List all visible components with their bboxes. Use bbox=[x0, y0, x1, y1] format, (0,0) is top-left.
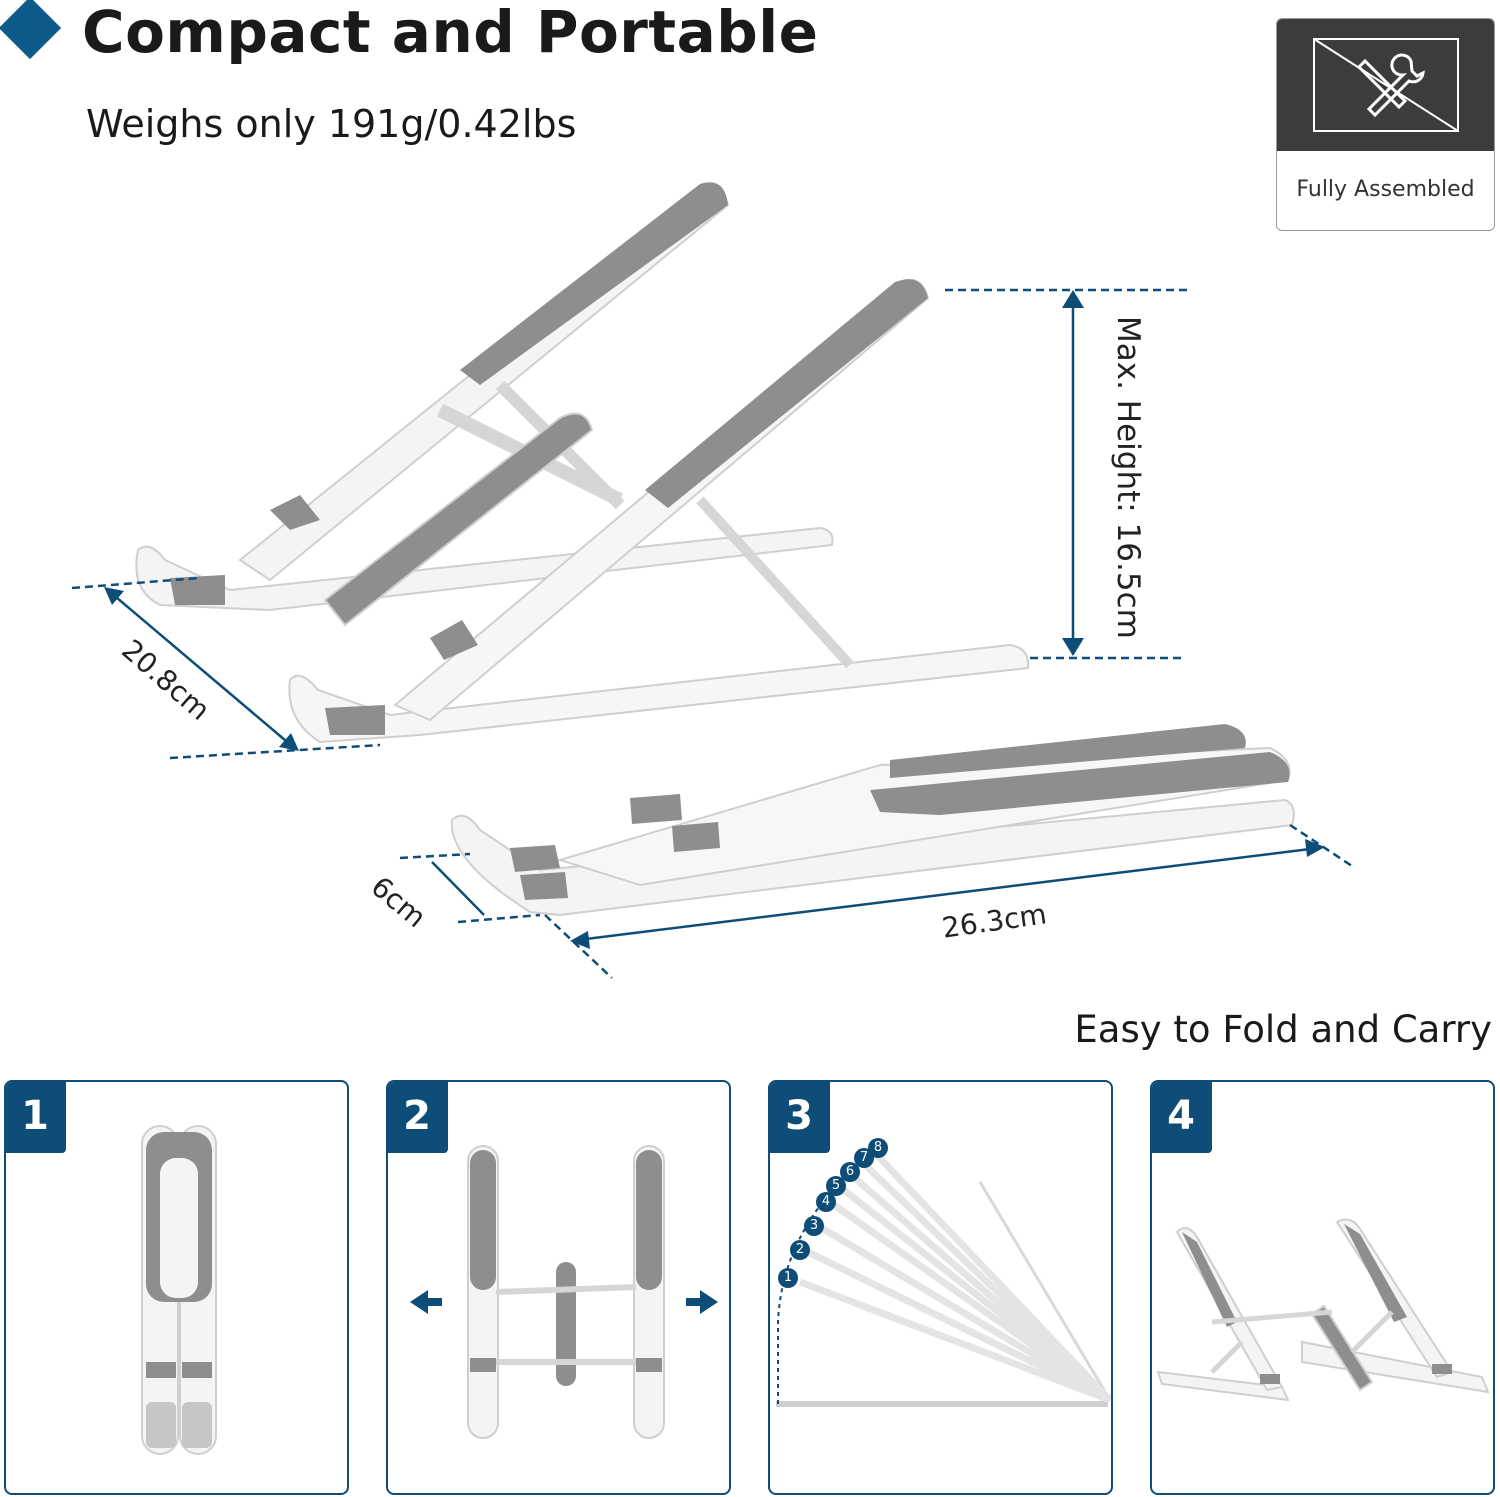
angle-level-3: 3 bbox=[804, 1216, 824, 1236]
dimension-lines bbox=[71, 288, 1356, 979]
weight-subtitle: Weighs only 191g/0.42lbs bbox=[86, 102, 577, 146]
no-tools-icon bbox=[1313, 38, 1459, 132]
angle-level-8: 8 bbox=[868, 1138, 888, 1158]
badge-dark-panel bbox=[1277, 19, 1494, 151]
step-number-badge: 2 bbox=[388, 1082, 448, 1153]
rear-stand-illustration bbox=[135, 182, 834, 612]
step-number-badge: 3 bbox=[770, 1082, 830, 1153]
step-number-badge: 1 bbox=[6, 1082, 66, 1153]
step-number-badge: 4 bbox=[1152, 1082, 1212, 1153]
max-height-label: Max. Height: 16.5cm bbox=[1110, 316, 1146, 639]
arrow-right-icon bbox=[686, 1290, 718, 1314]
angle-level-4: 4 bbox=[816, 1192, 836, 1212]
pull-apart-illustration bbox=[410, 1145, 718, 1439]
fold-step-panel-3: 3 1 2 3 4 5 6 7 8 bbox=[768, 1080, 1113, 1495]
folded-stand-illustration bbox=[450, 724, 1295, 917]
fully-assembled-badge: Fully Assembled bbox=[1276, 18, 1495, 231]
arrow-left-icon bbox=[410, 1290, 442, 1314]
angle-level-6: 6 bbox=[840, 1162, 860, 1182]
angle-level-1: 1 bbox=[778, 1268, 798, 1288]
fold-step-panel-2: 2 bbox=[386, 1080, 731, 1495]
fold-step-panel-4: 4 bbox=[1150, 1080, 1495, 1495]
stand-dimension-illustration bbox=[71, 182, 1356, 979]
angle-level-5: 5 bbox=[826, 1176, 846, 1196]
folded-flat-illustration bbox=[141, 1125, 217, 1455]
assembled-stand-illustration bbox=[1156, 1218, 1490, 1402]
page-title: Compact and Portable bbox=[82, 0, 819, 66]
angle-level-2: 2 bbox=[790, 1240, 810, 1260]
front-stand-illustration bbox=[288, 278, 1030, 744]
fold-step-panel-1: 1 bbox=[4, 1080, 349, 1495]
fold-caption: Easy to Fold and Carry bbox=[1074, 1008, 1492, 1051]
angle-levels-illustration bbox=[776, 1149, 1111, 1407]
badge-label: Fully Assembled bbox=[1296, 177, 1475, 202]
